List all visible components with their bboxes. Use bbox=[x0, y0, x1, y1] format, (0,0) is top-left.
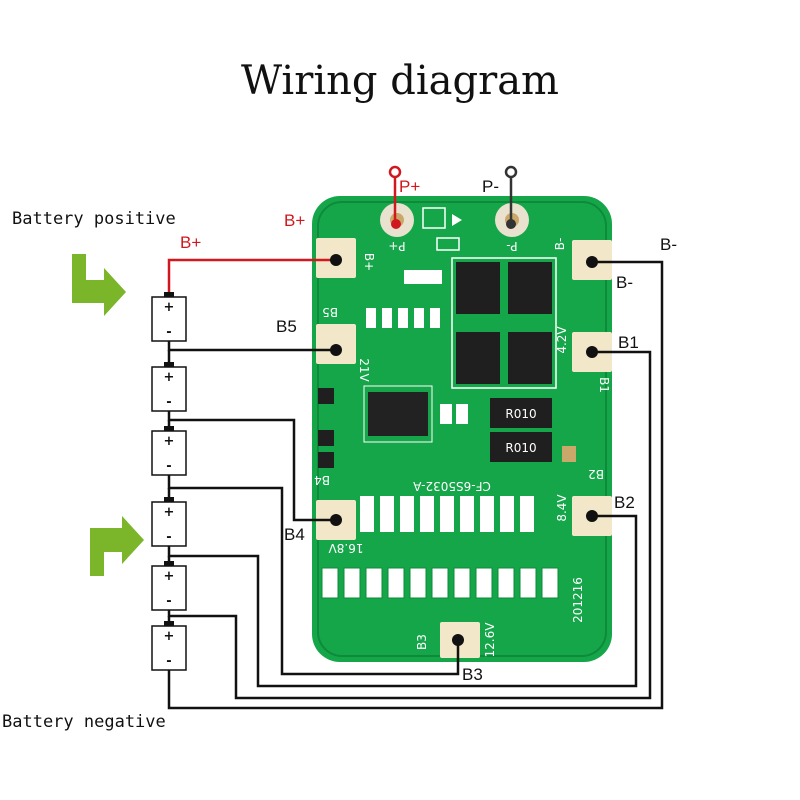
silk-b1: B1 bbox=[597, 377, 611, 393]
arrow-positive-icon bbox=[72, 254, 126, 316]
p-plus-terminal bbox=[388, 165, 402, 179]
silk-b3: B3 bbox=[415, 634, 429, 650]
battery-cell-5: + - bbox=[151, 561, 187, 611]
dot-b2 bbox=[586, 510, 598, 522]
label-b-plus-wire: B+ bbox=[180, 233, 201, 252]
dot-b3 bbox=[452, 634, 464, 646]
cell-4-minus: - bbox=[166, 530, 171, 545]
cell-4-plus: + bbox=[164, 505, 175, 520]
silk-4-2v: 4.2V bbox=[555, 326, 569, 354]
silk-12-6v: 12.6V bbox=[483, 622, 497, 658]
mosfet-2 bbox=[508, 262, 552, 314]
battery-cell-6: + - bbox=[151, 621, 187, 671]
label-b4: B4 bbox=[284, 525, 305, 544]
wire-b3 bbox=[167, 475, 460, 676]
arrows bbox=[72, 254, 144, 576]
p-minus-terminal bbox=[504, 165, 518, 179]
smd-row-middle bbox=[360, 496, 534, 532]
label-b3: B3 bbox=[462, 665, 483, 684]
label-b1: B1 bbox=[618, 333, 639, 352]
silk-r010-2: R010 bbox=[505, 441, 536, 455]
battery-cell-4: + - bbox=[151, 497, 187, 547]
pcb-board: P+ P- B+ B5 21V B4 16.8V B- 4.2V B1 B2 8… bbox=[312, 196, 612, 662]
cell-5-plus: + bbox=[164, 569, 175, 584]
mosfet-4 bbox=[508, 332, 552, 384]
label-b-plus-board: B+ bbox=[284, 211, 305, 230]
silk-r010-1: R010 bbox=[505, 407, 536, 421]
silk-b4: B4 bbox=[314, 473, 330, 487]
cell-2-plus: + bbox=[164, 370, 175, 385]
silk-model: CF-6S5032-A bbox=[412, 479, 490, 493]
cell-5-minus: - bbox=[166, 594, 171, 609]
smd-row-top bbox=[366, 270, 442, 328]
silk-b2: B2 bbox=[588, 467, 604, 481]
wire-b-minus bbox=[167, 260, 664, 710]
wire-b-plus bbox=[167, 258, 336, 292]
mosfet-1 bbox=[456, 262, 500, 314]
silk-b-plus: B+ bbox=[362, 253, 376, 271]
silk-p-plus: P+ bbox=[388, 239, 405, 253]
silk-8-4v: 8.4V bbox=[555, 494, 569, 522]
silk-date: 201216 bbox=[571, 577, 585, 623]
dot-b5 bbox=[330, 344, 342, 356]
dot-b-plus bbox=[330, 254, 342, 266]
silk-b-minus: B- bbox=[553, 238, 567, 251]
shunt-resistor-1 bbox=[490, 398, 552, 428]
cell-6-minus: - bbox=[166, 654, 171, 669]
arrow-negative-icon bbox=[90, 516, 144, 576]
battery-cell-3: + - bbox=[151, 426, 187, 476]
label-b-minus-pad: B- bbox=[616, 273, 633, 292]
dot-b1 bbox=[586, 346, 598, 358]
label-b-minus-wire: B- bbox=[660, 235, 677, 254]
cell-3-minus: - bbox=[166, 459, 171, 474]
wire-b5 bbox=[167, 341, 336, 352]
wire-b4 bbox=[167, 411, 336, 522]
cell-3-plus: + bbox=[164, 434, 175, 449]
silk-21v: 21V bbox=[357, 358, 371, 382]
cell-1-minus: - bbox=[166, 325, 171, 340]
battery-stack: + - + - + - + - + - bbox=[151, 292, 187, 671]
label-p-minus: P- bbox=[482, 177, 499, 196]
label-battery-positive: Battery positive bbox=[12, 209, 176, 229]
label-b2: B2 bbox=[614, 493, 635, 512]
label-p-plus: P+ bbox=[399, 177, 420, 196]
mosfet-3 bbox=[456, 332, 500, 384]
battery-cell-2: + - bbox=[151, 362, 187, 412]
label-battery-negative: Battery negative bbox=[2, 712, 166, 732]
dot-b4 bbox=[330, 514, 342, 526]
cell-1-plus: + bbox=[164, 300, 175, 315]
connection-dots bbox=[330, 254, 598, 646]
cell-6-plus: + bbox=[164, 629, 175, 644]
silk-16-8v: 16.8V bbox=[328, 541, 364, 555]
output-leads bbox=[388, 165, 518, 229]
wires bbox=[167, 258, 664, 710]
dot-b-minus bbox=[586, 256, 598, 268]
diagram-title: Wiring diagram bbox=[241, 58, 559, 104]
cell-2-minus: - bbox=[166, 395, 171, 410]
pad-grid-bottom bbox=[321, 567, 559, 599]
shunt-resistor-2 bbox=[490, 432, 552, 462]
silk-p-minus: P- bbox=[506, 239, 517, 253]
protection-ic bbox=[368, 392, 428, 436]
silk-b5: B5 bbox=[322, 305, 338, 319]
battery-cell-1: + - bbox=[151, 292, 187, 342]
label-b5: B5 bbox=[276, 317, 297, 336]
